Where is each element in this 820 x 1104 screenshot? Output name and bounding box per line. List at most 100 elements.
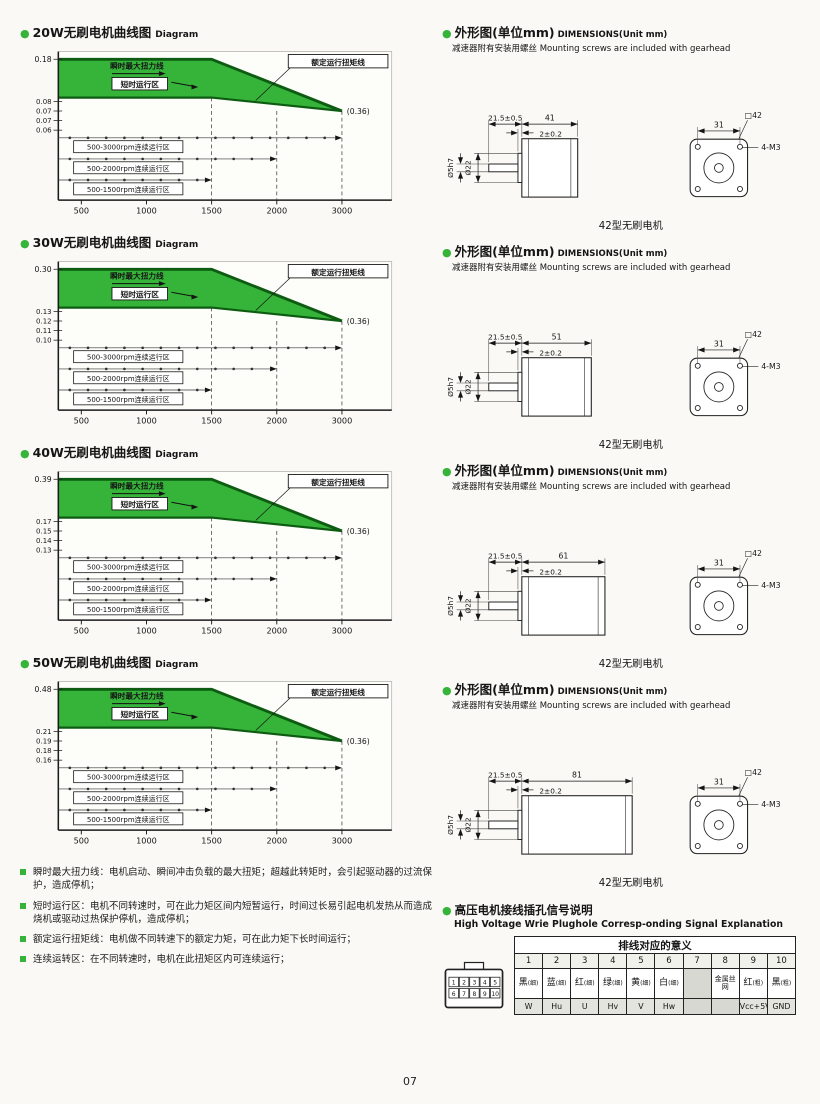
dimensions-column: 外形图(单位mm)DIMENSIONS(Unit mm) 减速器附有安装用螺丝 …: [442, 22, 808, 1015]
signal-cell: Hw: [654, 998, 684, 1015]
wiring-title: 高压电机接线插孔信号说明: [442, 902, 808, 918]
svg-text:31: 31: [714, 121, 724, 130]
signal-cell: U: [570, 998, 600, 1015]
svg-text:瞬时最大扭力线: 瞬时最大扭力线: [110, 690, 164, 700]
green-bullet-icon: [442, 903, 455, 917]
dimension-section-3: 外形图(单位mm)DIMENSIONS(Unit mm) 减速器附有安装用螺丝 …: [442, 460, 808, 675]
dimension-note: 减速器附有安装用螺丝 Mounting screws are included …: [452, 42, 808, 54]
pin-number-cell: 10: [766, 953, 797, 969]
svg-text:短时运行区: 短时运行区: [121, 709, 160, 719]
pin-number-cell: 3: [570, 953, 600, 969]
svg-text:Ø5h7: Ø5h7: [446, 815, 455, 835]
svg-text:(0.36): (0.36): [347, 317, 370, 326]
svg-text:21.5±0.5: 21.5±0.5: [488, 552, 523, 561]
dimension-title-cn: 外形图(单位mm): [454, 463, 555, 478]
dimension-section-1: 外形图(单位mm)DIMENSIONS(Unit mm) 减速器附有安装用螺丝 …: [442, 22, 808, 237]
svg-text:0.18: 0.18: [35, 55, 52, 64]
wire-color-cell: 金属丝网: [710, 968, 740, 999]
green-bullet-icon: [442, 25, 455, 40]
note-item: 连续运转区：在不同转速时，电机在此扭矩区内可连续运行；: [20, 953, 432, 966]
dimension-section-2: 外形图(单位mm)DIMENSIONS(Unit mm) 减速器附有安装用螺丝 …: [442, 241, 808, 456]
svg-text:Ø22: Ø22: [463, 160, 472, 175]
svg-text:0.39: 0.39: [35, 475, 52, 484]
svg-text:0.08: 0.08: [36, 98, 52, 106]
svg-text:1500: 1500: [201, 206, 222, 216]
svg-text:1000: 1000: [136, 626, 157, 636]
green-bullet-icon: [442, 244, 455, 259]
svg-text:2000: 2000: [266, 836, 287, 846]
note-item: 短时运行区：电机不同转速时，可在此力矩区间内短暂运行，时间过长易引起电机发热从而…: [20, 900, 432, 927]
svg-text:31: 31: [714, 340, 724, 349]
signal-cell: [682, 998, 712, 1015]
svg-text:4-M3: 4-M3: [761, 581, 780, 590]
pin-number-cell: 8: [710, 953, 740, 969]
svg-text:42型无刷电机: 42型无刷电机: [599, 876, 663, 889]
svg-text:500-3000rpm连续运行区: 500-3000rpm连续运行区: [87, 773, 170, 782]
svg-text:额定运行扭矩线: 额定运行扭矩线: [311, 477, 365, 487]
svg-text:短时运行区: 短时运行区: [121, 289, 160, 299]
wiring-table-title: 排线对应的意义: [514, 936, 796, 954]
svg-text:4-M3: 4-M3: [761, 362, 780, 371]
pin-number-cell: 7: [682, 953, 712, 969]
green-bullet-icon: [20, 445, 33, 460]
svg-text:Ø5h7: Ø5h7: [446, 377, 455, 397]
svg-text:短时运行区: 短时运行区: [121, 79, 160, 89]
note-item: 额定运行扭矩线：电机做不同转速下的额定力矩，可在此力矩下长时间运行；: [20, 933, 432, 946]
svg-text:短时运行区: 短时运行区: [121, 499, 160, 509]
svg-text:500: 500: [74, 416, 90, 426]
torque-chart-svg: 瞬时最大扭力线短时运行区额定运行扭矩线0.480.210.190.180.165…: [35, 681, 393, 846]
svg-text:Ø5h7: Ø5h7: [446, 158, 455, 178]
svg-text:0.16: 0.16: [36, 757, 52, 765]
svg-text:3000: 3000: [332, 416, 353, 426]
chart-title-en: Diagram: [155, 660, 199, 670]
chart-title-en: Diagram: [155, 240, 199, 250]
green-bullet-icon: [442, 463, 455, 478]
svg-text:额定运行扭矩线: 额定运行扭矩线: [311, 267, 365, 277]
svg-text:3000: 3000: [332, 836, 353, 846]
svg-text:81: 81: [572, 771, 582, 780]
dimension-title-cn: 外形图(单位mm): [454, 244, 555, 259]
svg-text:2000: 2000: [266, 416, 287, 426]
dimension-title-en: DIMENSIONS(Unit mm): [557, 687, 668, 697]
svg-text:5: 5: [493, 980, 497, 987]
svg-text:□42: □42: [745, 549, 762, 558]
svg-text:500-2000rpm连续运行区: 500-2000rpm连续运行区: [87, 164, 170, 173]
svg-text:1500: 1500: [201, 416, 222, 426]
wire-color-cell: 红(细): [570, 968, 600, 999]
torque-chart-svg: 瞬时最大扭力线短时运行区额定运行扭矩线0.390.170.150.140.135…: [35, 471, 393, 636]
green-bullet-icon: [20, 25, 33, 40]
svg-text:4-M3: 4-M3: [761, 800, 780, 809]
svg-text:□42: □42: [745, 768, 762, 777]
dimension-title-en: DIMENSIONS(Unit mm): [557, 249, 668, 259]
svg-text:瞬时最大扭力线: 瞬时最大扭力线: [110, 480, 164, 490]
svg-text:7: 7: [462, 991, 466, 998]
svg-text:0.11: 0.11: [36, 327, 52, 335]
dimension-title: 外形图(单位mm)DIMENSIONS(Unit mm): [442, 22, 808, 41]
svg-text:4-M3: 4-M3: [761, 143, 780, 152]
green-bullet-icon: [442, 682, 455, 697]
note-text: 瞬时最大扭力线：电机启动、瞬间冲击负载的最大扭矩；超越此转矩时，会引起驱动器的过…: [33, 867, 433, 892]
pin-number-cell: 1: [513, 953, 544, 969]
svg-text:瞬时最大扭力线: 瞬时最大扭力线: [110, 270, 164, 280]
svg-text:3: 3: [473, 980, 477, 987]
svg-text:51: 51: [552, 333, 562, 342]
pin-number-cell: 6: [654, 953, 684, 969]
svg-text:1500: 1500: [201, 836, 222, 846]
dimension-note: 减速器附有安装用螺丝 Mounting screws are included …: [452, 480, 808, 492]
svg-text:2±0.2: 2±0.2: [539, 348, 562, 357]
dimension-title-en: DIMENSIONS(Unit mm): [557, 30, 668, 40]
note-item: 瞬时最大扭力线：电机启动、瞬间冲击负载的最大扭矩；超越此转矩时，会引起驱动器的过…: [20, 866, 432, 893]
svg-text:500-2000rpm连续运行区: 500-2000rpm连续运行区: [87, 794, 170, 803]
